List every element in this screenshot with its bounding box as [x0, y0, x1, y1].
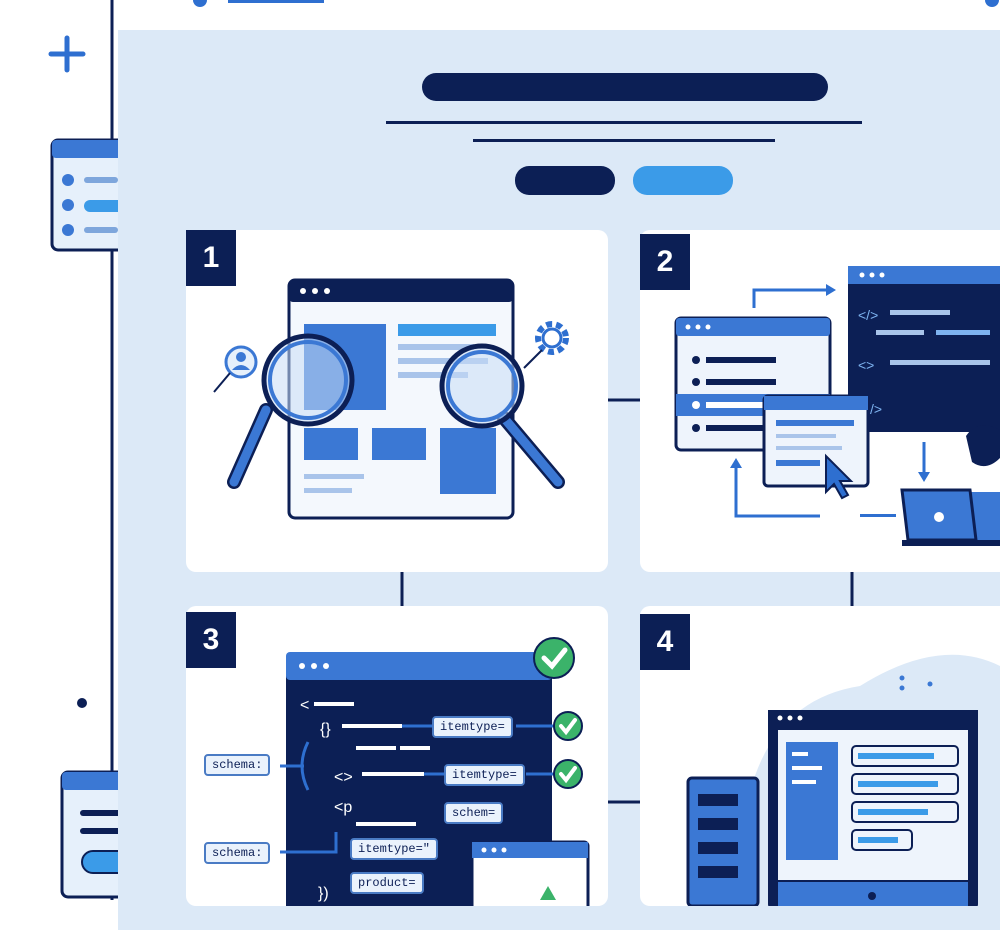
schema-markup-illustration: < {} <> <p }) — [280, 637, 590, 906]
step-number: 1 — [186, 230, 236, 286]
product-tag: product= — [350, 872, 424, 894]
itemtype-tag: itemtype= — [432, 716, 513, 738]
step-card-1[interactable]: 1 — [186, 230, 608, 572]
step-number: 2 — [640, 234, 690, 290]
schema-tag: schema: — [204, 842, 271, 864]
schem-tag: schem= — [444, 802, 504, 824]
results-dashboard-illustration — [686, 654, 1000, 906]
step-card-3[interactable]: 3 < {} <> <p }) — [186, 606, 608, 906]
code-token: </> — [858, 307, 878, 323]
itemtype-tag: itemtype=" — [350, 838, 439, 860]
magnifier-icon — [227, 333, 355, 489]
seo-analysis-illustration — [213, 278, 569, 520]
svg-text:{}: {} — [320, 721, 331, 738]
secondary-button[interactable] — [633, 166, 733, 195]
primary-button[interactable] — [515, 166, 615, 195]
svg-text:<>: <> — [858, 357, 874, 373]
check-icon — [553, 759, 583, 789]
user-icon — [213, 345, 258, 393]
top-strip — [118, 0, 1000, 30]
step-card-4[interactable]: 4 — [640, 606, 1000, 906]
connectors — [400, 398, 854, 804]
itemtype-tag: itemtype= — [444, 764, 525, 786]
magnifier-icon — [439, 343, 565, 489]
step-number: 3 — [186, 612, 236, 668]
plus-icon[interactable] — [48, 35, 86, 73]
subtitle-line — [386, 121, 862, 124]
check-icon — [533, 637, 575, 679]
step-number: 4 — [640, 614, 690, 670]
subtitle-line-2 — [473, 139, 775, 142]
person-icon — [900, 425, 1000, 546]
code-token: < — [300, 697, 309, 714]
svg-text:}): }) — [318, 885, 329, 902]
svg-text:<p: <p — [334, 799, 352, 816]
cursor-icon — [825, 453, 854, 500]
svg-text:/>: /> — [870, 401, 882, 417]
code-editing-illustration: </> <> /> — [674, 266, 1000, 546]
step-card-2[interactable]: 2 </> <> /> — [640, 230, 1000, 572]
header — [118, 30, 1000, 230]
gear-icon — [523, 321, 569, 369]
svg-text:<>: <> — [334, 769, 353, 786]
check-icon — [553, 711, 583, 741]
schema-tag: schema: — [204, 754, 271, 776]
title-bar — [422, 73, 828, 101]
